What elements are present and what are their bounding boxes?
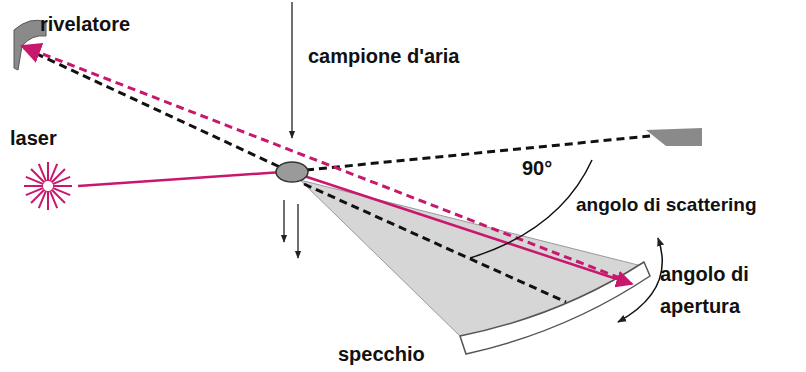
- particle: [276, 162, 308, 182]
- dashed-axes: [24, 48, 650, 302]
- air-flow-arrow: [283, 200, 284, 242]
- reflected-beam: [22, 46, 620, 278]
- laser-ray: [53, 177, 71, 184]
- laser-ray: [53, 185, 72, 187]
- angle-value: 90°: [522, 152, 552, 184]
- aperture-arrow: [618, 238, 662, 322]
- mirror: [460, 262, 650, 354]
- laser-ray: [26, 188, 44, 195]
- laser-ray: [47, 162, 49, 181]
- scattering-angle-label: angolo di scattering: [576, 190, 757, 220]
- mirror-label: specchio: [338, 338, 425, 370]
- scattered-beam: [304, 176, 632, 284]
- air-flow-arrow: [291, 2, 292, 138]
- sample-label: campione d'aria: [308, 40, 459, 72]
- laser-ray: [50, 191, 57, 209]
- laser-ray: [39, 164, 46, 182]
- beam-dump: [646, 128, 702, 146]
- laser-ray: [47, 191, 49, 210]
- laser-label: laser: [10, 122, 57, 154]
- laser-beam: [78, 172, 282, 186]
- laser-ray: [24, 185, 43, 187]
- air-flow-arrow: [297, 204, 298, 258]
- laser-source: [24, 162, 72, 210]
- detector-label: rivelatore: [40, 8, 130, 40]
- aperture-angle-label: angolo di apertura: [660, 258, 788, 322]
